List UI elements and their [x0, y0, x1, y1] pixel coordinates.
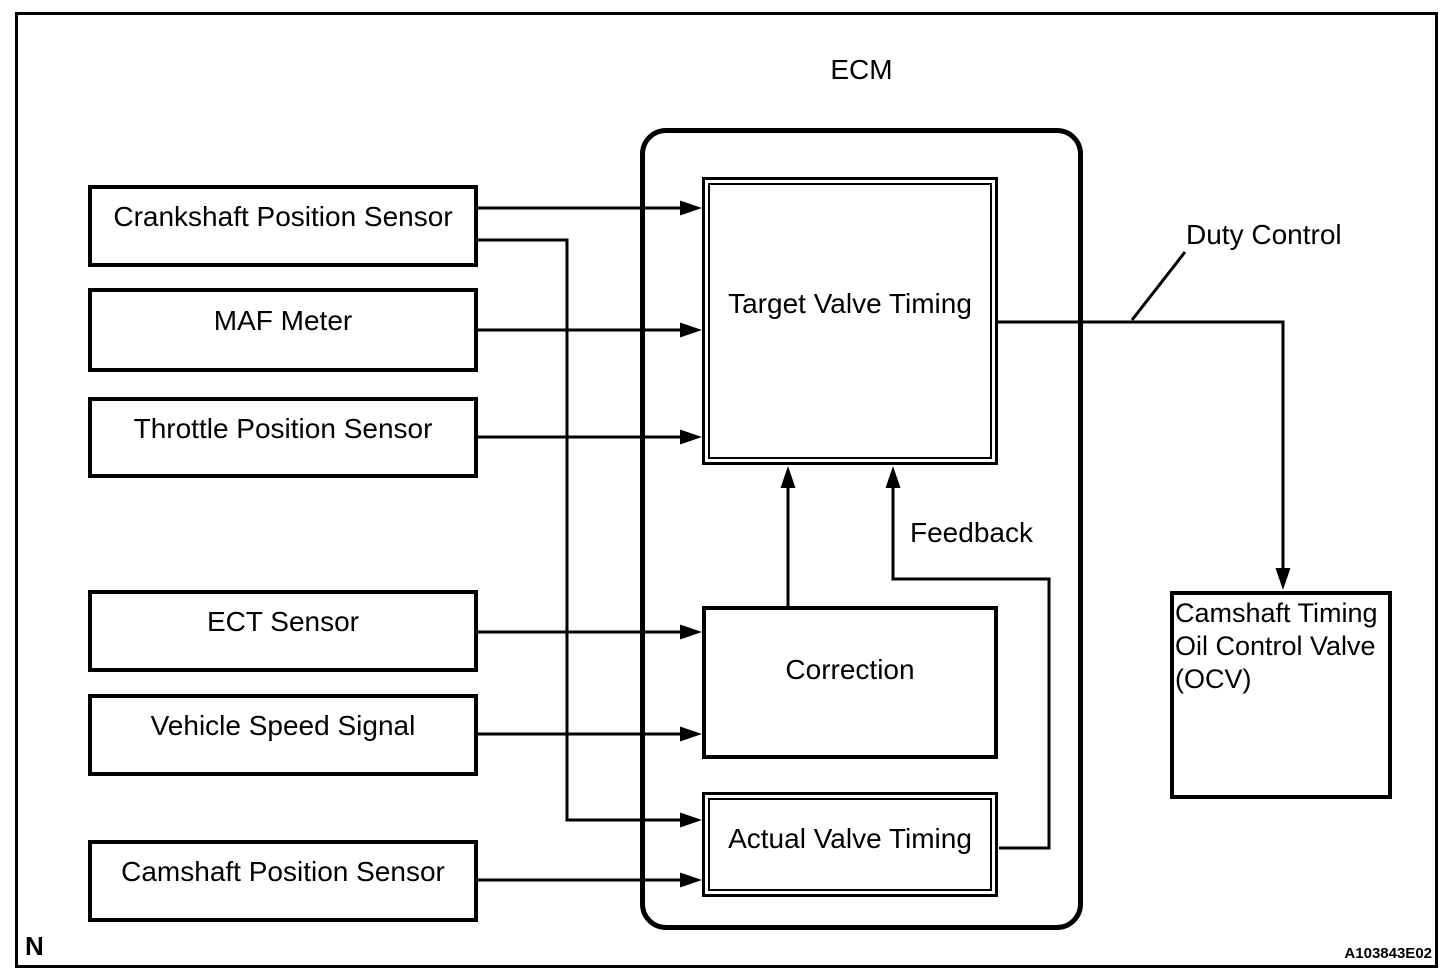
- ocv-label-line2: Oil Control Valve: [1175, 631, 1376, 661]
- ocv-box: Camshaft Timing Oil Control Valve (OCV): [1170, 591, 1392, 799]
- target-valve-timing-label: Target Valve Timing: [708, 183, 992, 459]
- sensor-label: Camshaft Position Sensor: [121, 856, 445, 887]
- ocv-label-line1: Camshaft Timing: [1175, 598, 1378, 628]
- sensor-box-ect: ECT Sensor: [88, 590, 478, 672]
- correction-label: Correction: [785, 653, 915, 685]
- ocv-label-line3: (OCV): [1175, 664, 1252, 694]
- actual-valve-timing-box: Actual Valve Timing: [702, 792, 998, 897]
- actual-valve-timing-label: Actual Valve Timing: [708, 798, 992, 891]
- figure-code: A103843E02: [1344, 945, 1432, 962]
- sensor-box-camshaft-position: Camshaft Position Sensor: [88, 840, 478, 922]
- outer-border: [15, 12, 1438, 968]
- sensor-box-crankshaft-position: Crankshaft Position Sensor: [88, 185, 478, 267]
- sensor-label: Vehicle Speed Signal: [150, 710, 416, 741]
- correction-box: Correction: [702, 606, 998, 759]
- sensor-box-vehicle-speed: Vehicle Speed Signal: [88, 694, 478, 776]
- duty-control-label: Duty Control: [1186, 219, 1342, 250]
- sensor-box-throttle-position: Throttle Position Sensor: [88, 397, 478, 478]
- sensor-label: MAF Meter: [213, 305, 353, 336]
- sensor-label: ECT Sensor: [207, 606, 359, 637]
- feedback-label: Feedback: [910, 517, 1033, 548]
- page-marker: N: [25, 931, 44, 961]
- target-valve-timing-box: Target Valve Timing: [702, 177, 998, 465]
- sensor-label: Throttle Position Sensor: [133, 412, 433, 444]
- ecm-title: ECM: [830, 54, 893, 85]
- sensor-box-maf-meter: MAF Meter: [88, 288, 478, 372]
- sensor-label: Crankshaft Position Sensor: [113, 201, 453, 232]
- ecm-box: [640, 128, 1083, 930]
- ocv-label: Camshaft Timing Oil Control Valve (OCV): [1175, 597, 1378, 696]
